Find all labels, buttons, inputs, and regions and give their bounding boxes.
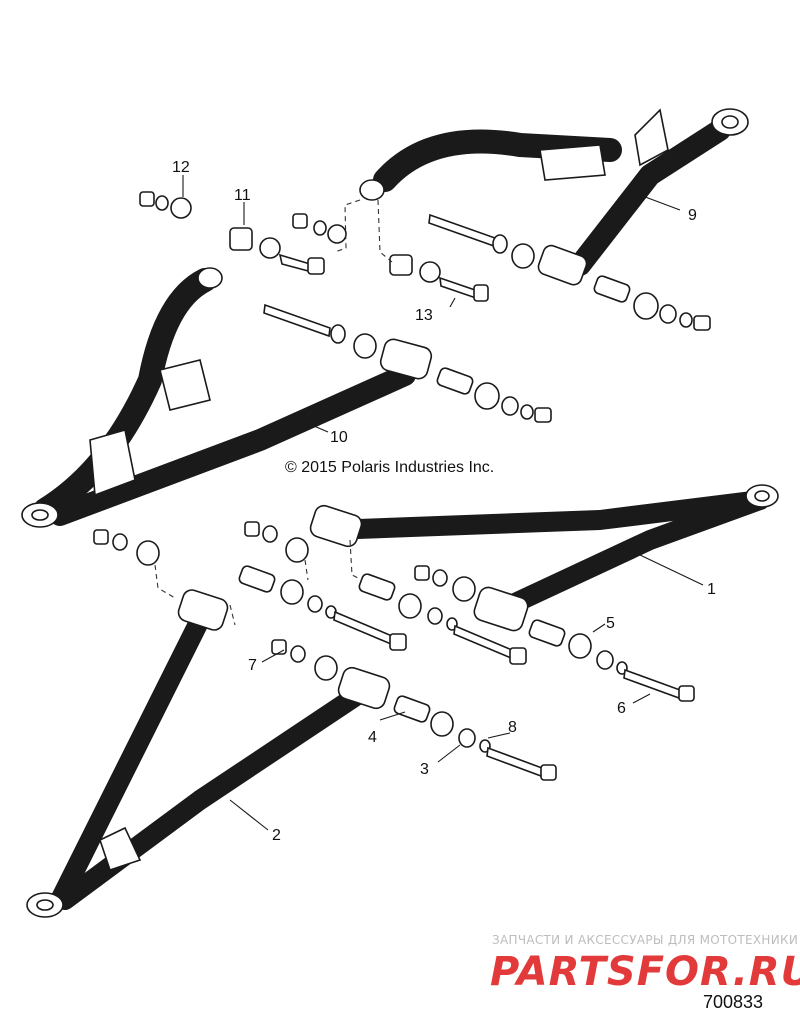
upper-a-arm-9 (359, 108, 749, 286)
hardware (93, 191, 711, 781)
callout-8: 8 (508, 719, 517, 736)
lower-a-arm-1 (309, 484, 779, 632)
callout-1: 1 (707, 581, 716, 598)
callout-labels: 12 11 9 13 10 1 5 7 6 4 8 3 2 (172, 159, 716, 844)
callout-3: 3 (420, 761, 429, 778)
copyright-notice: © 2015 Polaris Industries Inc. (285, 459, 494, 476)
callout-9: 9 (688, 207, 697, 224)
lower-a-arm-2 (26, 589, 391, 918)
callout-7: 7 (248, 657, 257, 674)
figure-number: 700833 (703, 992, 763, 1012)
callout-13: 13 (415, 307, 433, 324)
leader-lines (182, 175, 704, 831)
upper-a-arm-10 (21, 267, 433, 528)
callout-12: 12 (172, 159, 190, 176)
callout-11: 11 (234, 187, 251, 204)
callout-5: 5 (606, 615, 615, 632)
alignment-lines (154, 199, 393, 626)
callout-4: 4 (368, 729, 377, 746)
callout-10: 10 (330, 429, 348, 446)
watermark-tagline: ЗАПЧАСТИ И АКСЕССУАРЫ ДЛЯ МОТОТЕХНИКИ (492, 933, 798, 947)
callout-6: 6 (617, 700, 626, 717)
callout-2: 2 (272, 827, 281, 844)
watermark-brand: PARTSFOR.RU (490, 949, 800, 995)
